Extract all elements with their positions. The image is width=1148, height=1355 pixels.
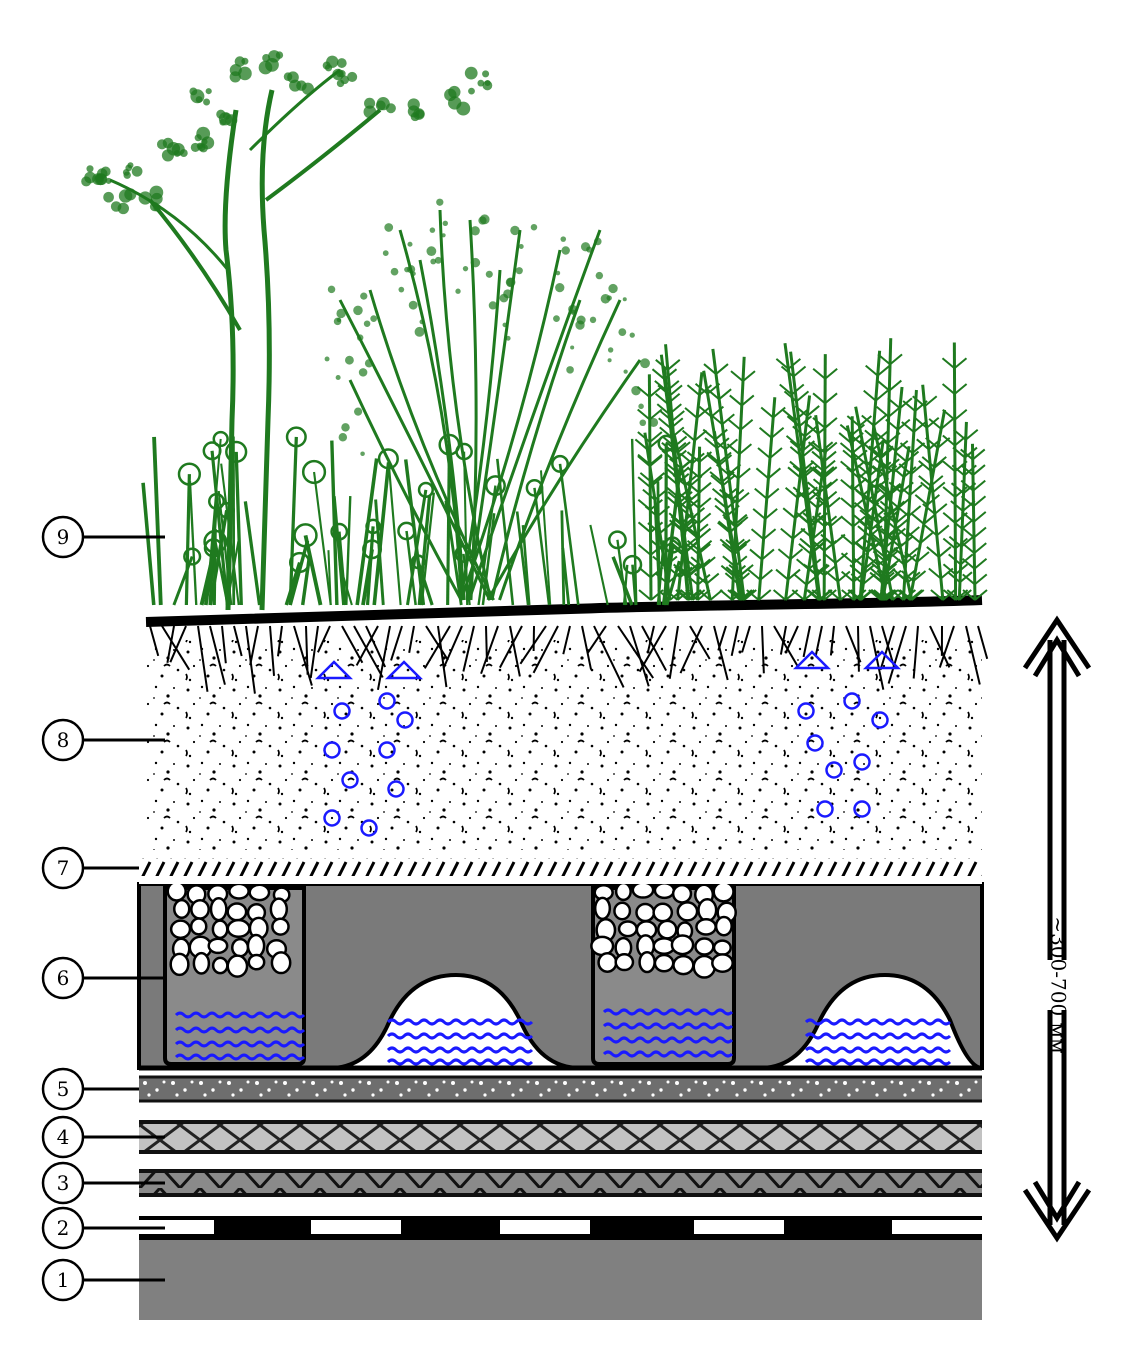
layer-8-substrate: [146, 625, 989, 855]
layer-3-root-barrier: [139, 1169, 982, 1197]
callout-number: 8: [57, 728, 70, 752]
callouts: 1 2 3 4 5 6 7 8 9: [41, 515, 165, 1302]
root-strokes: [149, 625, 989, 694]
ground-cover: [141, 426, 682, 606]
dimension-label: ~300-700 мм: [1047, 916, 1071, 1053]
soil-surface-line: [145, 595, 983, 627]
callout-number: 4: [57, 1125, 70, 1149]
callout-8: 8: [41, 718, 165, 762]
callout-7: 7: [41, 846, 139, 890]
callout-9: 9: [41, 515, 165, 559]
shrub-illustration: [324, 198, 659, 601]
dimension-arrow: [1022, 615, 1092, 1243]
tree-illustration: [109, 68, 382, 611]
tree-foliage: [81, 50, 493, 215]
stored-water: [174, 1008, 952, 1066]
callout-number: 1: [57, 1268, 70, 1292]
layer-5-separation: [139, 1075, 982, 1103]
callout-number: 6: [57, 966, 70, 990]
layer-9-vegetation: [81, 50, 988, 611]
callout-3: 3: [41, 1161, 165, 1205]
layer-1-slab: [139, 1240, 982, 1320]
callout-number: 9: [57, 525, 70, 549]
callout-2: 2: [41, 1206, 165, 1250]
nutrient-markers: [314, 650, 902, 837]
callout-number: 2: [57, 1216, 70, 1240]
layer-4-protection-mat: [139, 1120, 982, 1154]
callout-1: 1: [41, 1258, 165, 1302]
callout-4: 4: [41, 1115, 165, 1159]
callout-number: 5: [57, 1077, 70, 1101]
conifer-illustration: [634, 338, 988, 601]
layer-7-filter-fabric: [139, 858, 982, 884]
layer-2-membrane: [139, 1216, 982, 1240]
callout-6: 6: [41, 956, 165, 1000]
callout-number: 3: [57, 1171, 70, 1195]
callout-5: 5: [41, 1067, 139, 1111]
callout-number: 7: [57, 856, 70, 880]
gravel-fill: [166, 880, 737, 979]
